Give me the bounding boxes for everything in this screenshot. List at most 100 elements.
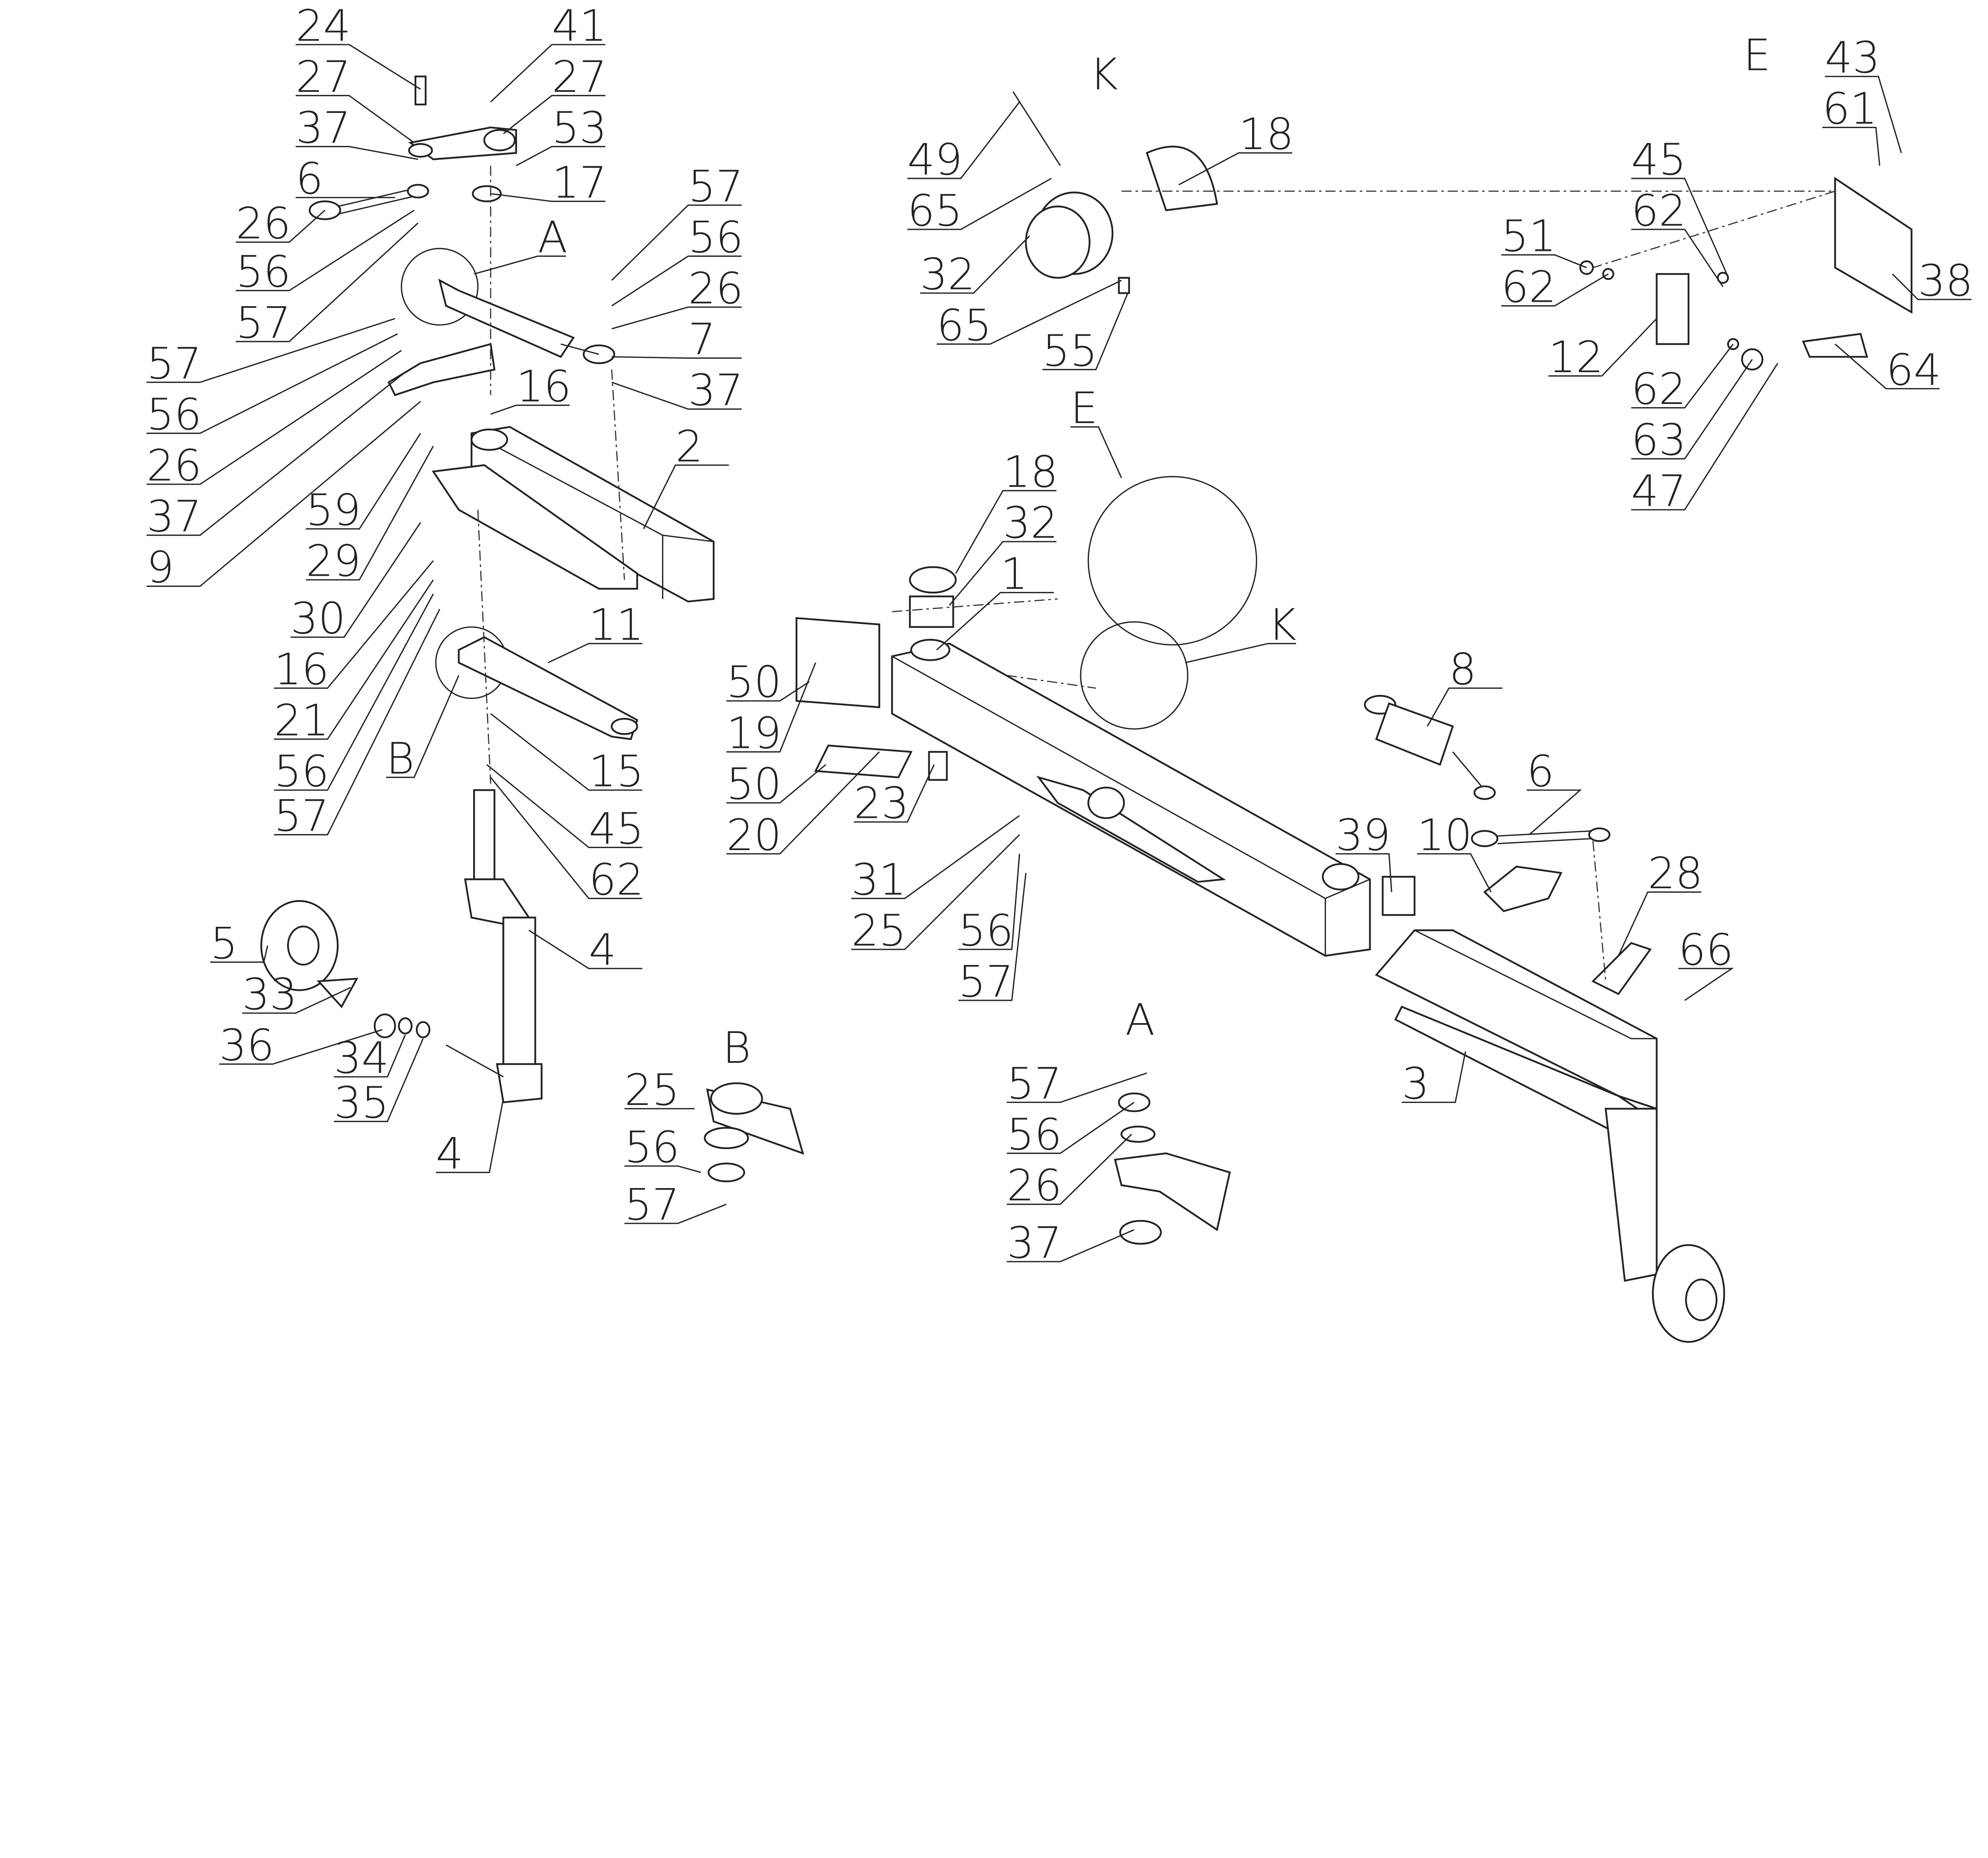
leader-line <box>490 44 606 103</box>
callout-label: 23 <box>854 778 909 829</box>
callout-19: 19 <box>726 662 816 758</box>
callout-label: 55 <box>1043 326 1098 376</box>
callout-label: 25 <box>625 1065 680 1115</box>
leader-line <box>547 643 643 664</box>
leader-line <box>936 280 1122 345</box>
callout-57: 57 <box>274 609 441 841</box>
leader-line <box>1631 344 1734 409</box>
callout-label: 15 <box>589 746 644 797</box>
callout-label: 62 <box>1631 185 1687 236</box>
callout-50: 50 <box>726 759 826 810</box>
callout-5: 5 <box>210 918 268 969</box>
callout-34: 34 <box>334 1033 406 1083</box>
callout-label: 1 <box>1000 549 1028 599</box>
callout-label: 66 <box>1678 924 1734 975</box>
callout-label: 56 <box>236 247 291 297</box>
callout-65: 65 <box>907 178 1052 236</box>
callout-label: 17 <box>552 157 607 208</box>
callout-26: 26 <box>612 263 743 330</box>
callout-39: 39 <box>1335 810 1392 892</box>
callout-62: 62 <box>1631 185 1724 287</box>
callout-label: 19 <box>726 708 782 758</box>
callout-label: A <box>538 212 568 263</box>
arm-28 <box>1591 942 1652 995</box>
callout-7: 7 <box>612 314 742 365</box>
callout-E: E <box>1743 30 1771 80</box>
leader-line <box>1548 318 1657 377</box>
callout-57: 57 <box>146 318 396 389</box>
callout-11: 11 <box>547 600 644 664</box>
cylinder-left <box>438 278 615 364</box>
leader-line <box>486 764 643 848</box>
callout-label: 8 <box>1449 644 1476 695</box>
leader-line <box>274 579 434 740</box>
detail-circle-e <box>1087 476 1257 646</box>
cylinder-right <box>1364 695 1496 800</box>
callout-label: 50 <box>726 759 782 810</box>
leader-line <box>1631 229 1724 287</box>
callout-label: 57 <box>1007 1058 1062 1109</box>
callout-label: 12 <box>1548 332 1604 382</box>
leader-line <box>274 560 434 689</box>
callout-45: 45 <box>486 764 644 854</box>
callout-label: 45 <box>589 804 644 854</box>
leader-line <box>1427 687 1503 727</box>
callout-label: A <box>1125 995 1155 1045</box>
callout-label: 50 <box>726 657 782 707</box>
callout-B: B <box>722 1023 751 1073</box>
callout-label: 16 <box>274 644 329 695</box>
leader-line <box>1007 1134 1132 1205</box>
leader-line <box>955 490 1057 574</box>
callout-8: 8 <box>1427 644 1503 727</box>
leader-line <box>1185 643 1296 664</box>
leader-line <box>611 382 742 410</box>
leader-line <box>1007 1072 1147 1103</box>
leader-line <box>219 1029 383 1065</box>
steering-lever-right <box>1483 866 1563 912</box>
leader-line <box>726 662 816 753</box>
callout-label: 33 <box>242 969 297 1019</box>
leader-line <box>958 873 1027 1001</box>
leader-line <box>643 464 729 529</box>
callout-label: 4 <box>436 1128 463 1179</box>
track-rod <box>458 636 639 740</box>
pin-23 <box>928 751 948 781</box>
leader-line <box>1631 363 1778 511</box>
leader-line <box>949 541 1057 606</box>
callout-label: 57 <box>274 791 329 841</box>
callout-1: 1 <box>936 549 1054 650</box>
detail-circle-k <box>1080 621 1188 730</box>
leader-line <box>146 318 396 383</box>
leader-line <box>1335 853 1392 892</box>
leader-line <box>146 371 406 536</box>
leader-line <box>958 854 1020 950</box>
leader-line <box>907 178 1052 230</box>
leader-line <box>490 713 643 791</box>
leader-line <box>235 210 415 291</box>
callout-57: 57 <box>625 1179 727 1230</box>
leader-line <box>611 204 742 281</box>
callout-label: E <box>1070 383 1098 433</box>
leader-line <box>490 777 643 899</box>
leader-line <box>386 675 460 778</box>
callout-label: 16 <box>516 361 571 412</box>
leader-line <box>436 1098 504 1173</box>
callout-label: 41 <box>552 1 607 51</box>
callout-16: 16 <box>490 361 571 415</box>
callout-6: 6 <box>295 153 395 204</box>
callout-label: 62 <box>1631 364 1687 414</box>
callout-12: 12 <box>1548 318 1657 382</box>
callout-label: 62 <box>589 854 644 905</box>
callout-label: E <box>1743 30 1771 80</box>
callout-label: 24 <box>296 1 351 51</box>
callout-label: 30 <box>291 593 346 644</box>
callout-56: 56 <box>235 210 415 297</box>
callout-49: 49 <box>907 101 1020 185</box>
leader-line <box>503 95 606 134</box>
callout-A: A <box>474 212 568 275</box>
kingpin-right <box>1604 1108 1725 1343</box>
callout-17: 17 <box>490 157 607 208</box>
leader-line <box>726 764 826 804</box>
